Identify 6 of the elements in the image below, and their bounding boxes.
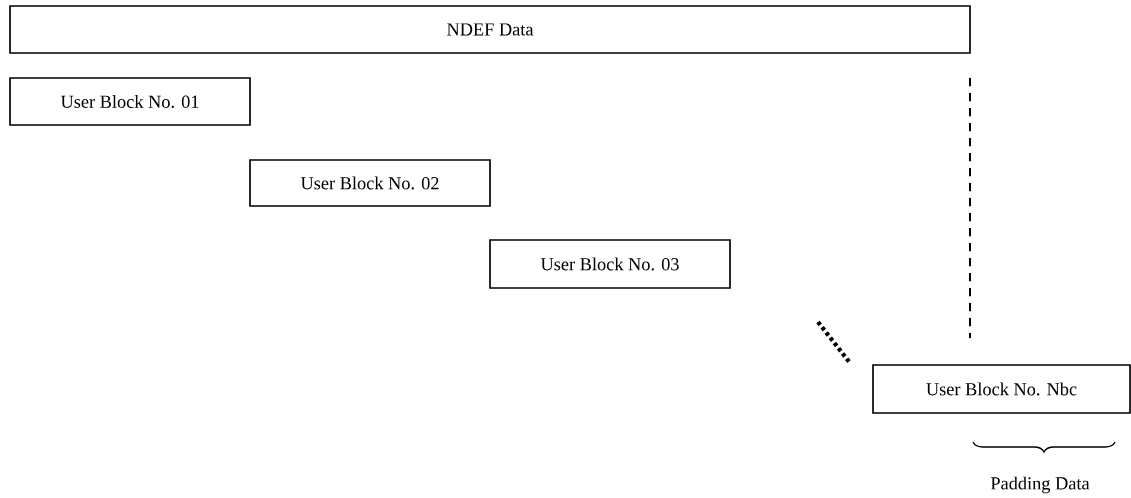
block-box: NDEF Data	[9, 5, 971, 54]
block-box: User Block No. 01	[9, 77, 251, 126]
brace-label: Padding Data	[990, 476, 1090, 494]
block-box: User Block No. 03	[489, 239, 731, 289]
block-box: User Block No. Nbc	[872, 364, 1131, 414]
block-box: User Block No. 02	[249, 159, 491, 207]
